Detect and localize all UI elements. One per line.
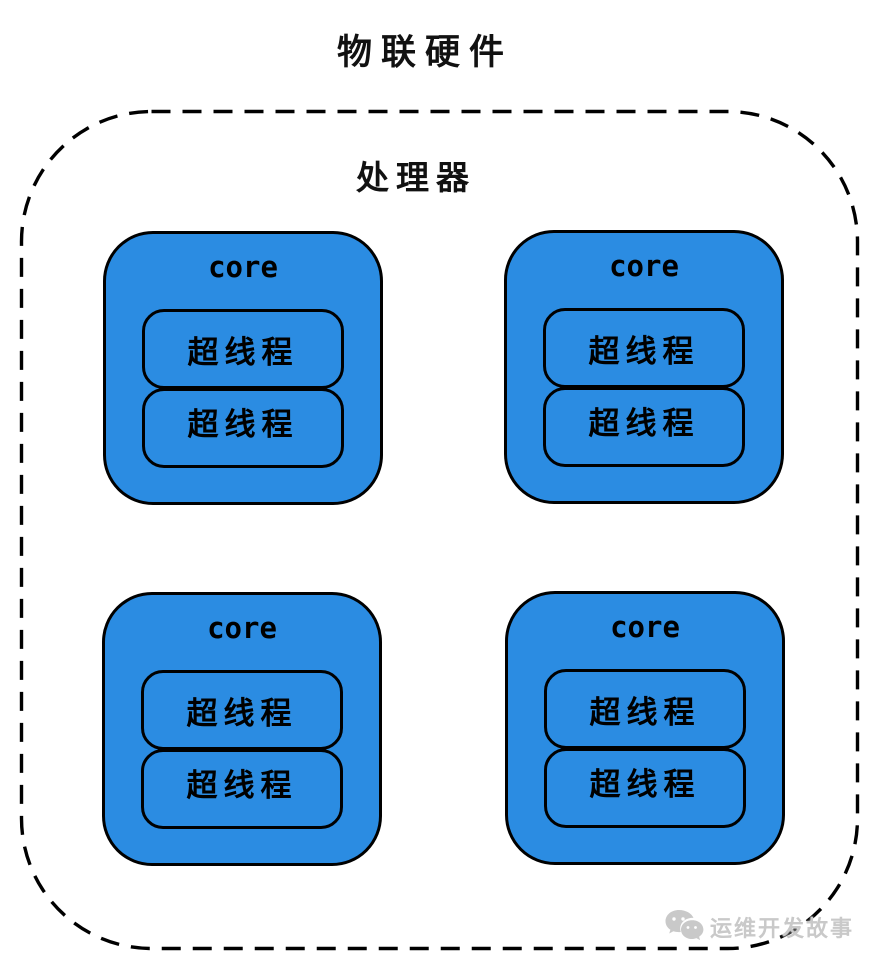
watermark: 运维开发故事 [664,908,854,946]
core-label: core [208,250,278,284]
hyperthread-label: 超线程 [187,407,299,443]
hyperthread-label: 超线程 [187,334,299,371]
watermark-text: 运维开发故事 [710,917,855,942]
hyperthread-label: 超线程 [186,768,298,804]
hyperthread-label: 超线程 [186,695,298,732]
core-label: core [207,611,277,645]
thread-stack: 超线程 超线程 [141,670,343,829]
core-label: core [609,249,679,283]
core-box-bottom-left: core 超线程 超线程 [102,592,382,866]
thread-stack: 超线程 超线程 [142,309,344,468]
hyperthread-box: 超线程 [544,669,746,749]
hyperthread-box: 超线程 [141,749,343,829]
wechat-chat-bubbles-icon [665,910,704,941]
hyperthread-label: 超线程 [589,694,701,731]
hyperthread-box: 超线程 [544,748,746,828]
core-box-bottom-right: core 超线程 超线程 [505,591,785,865]
hyperthread-box: 超线程 [142,388,344,468]
hyperthread-box: 超线程 [142,309,344,389]
core-box-top-left: core 超线程 超线程 [103,231,383,505]
core-box-top-right: core 超线程 超线程 [504,230,784,504]
thread-stack: 超线程 超线程 [543,308,745,467]
processor-label: 处理器 [356,158,476,197]
hyperthread-box: 超线程 [141,670,343,750]
thread-stack: 超线程 超线程 [544,669,746,828]
hyperthread-label: 超线程 [589,767,701,803]
core-label: core [610,610,680,644]
hyperthread-label: 超线程 [588,333,700,370]
hyperthread-box: 超线程 [543,308,745,388]
diagram-title: 物联硬件 [336,33,514,73]
hyperthread-label: 超线程 [588,406,700,442]
hyperthread-box: 超线程 [543,387,745,467]
